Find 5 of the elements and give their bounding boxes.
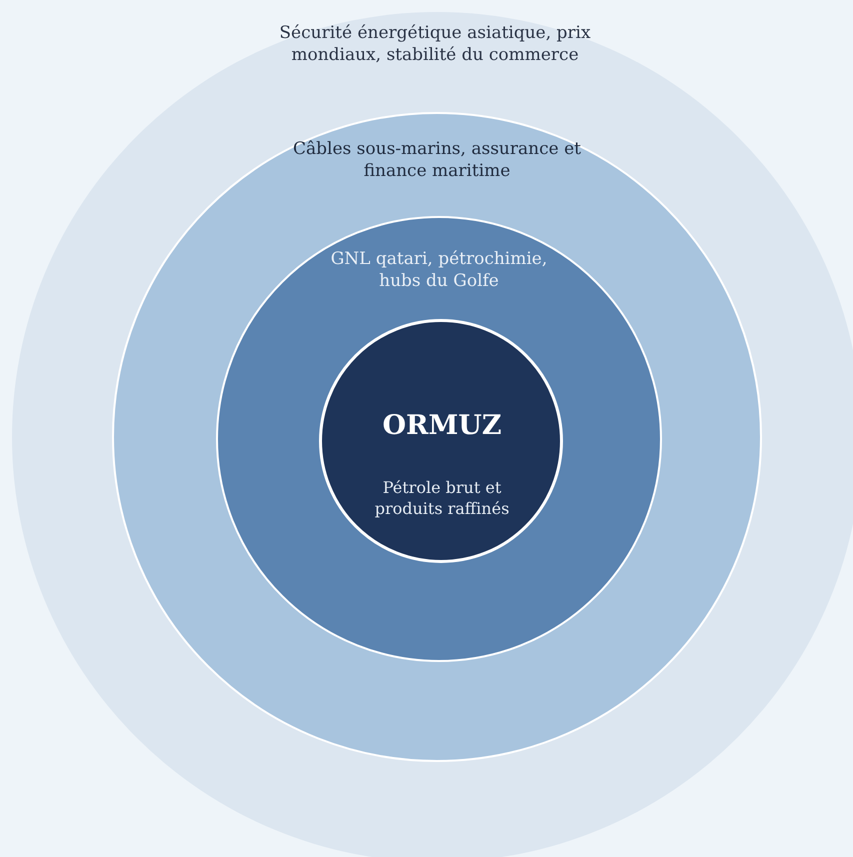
ring-label: Sécurité énergétique asiatique, prix mondiaux, stabilité du commerce — [278, 22, 592, 66]
core-title: ORMUZ — [381, 409, 503, 443]
ring-label: Câbles sous-marins, assurance et finance maritime — [292, 138, 582, 182]
ring-label: GNL qatari, pétrochimie, hubs du Golfe — [330, 248, 548, 292]
core-description: Pétrole brut et produits raffinés — [374, 478, 510, 520]
